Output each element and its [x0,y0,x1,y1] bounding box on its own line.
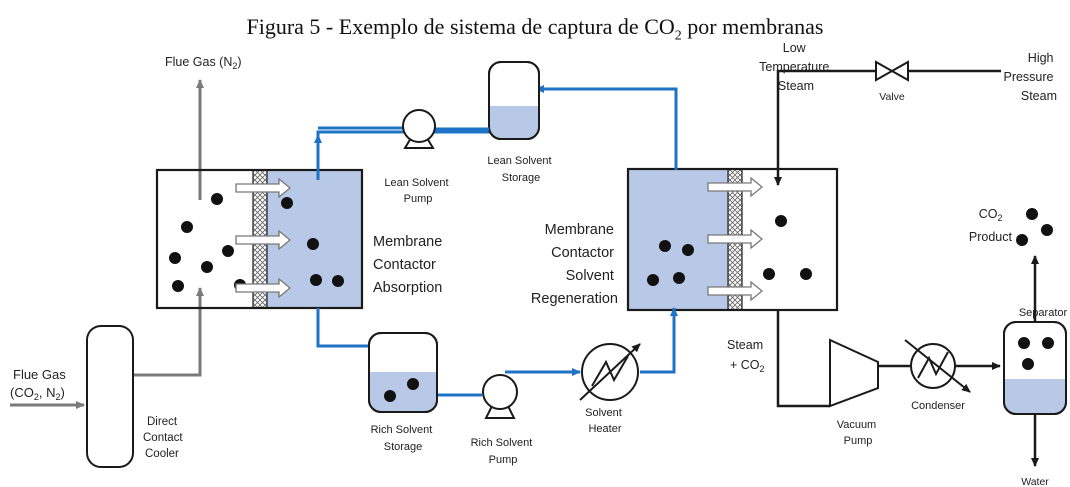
valve-label: Valve [879,91,905,103]
water-label: Water [1021,476,1049,487]
flue-gas-inlet-label: Flue Gas [13,367,66,382]
solvent-heater [579,343,641,401]
rich-solvent-pump-label: Rich Solvent Pump [471,437,536,466]
condenser [904,339,971,393]
steam-co2-outlet-line [776,310,830,408]
absorber-to-rich-storage-line [316,308,389,350]
separator-label: Separator [1019,307,1068,319]
rich-solvent-storage-label: Rich Solvent Storage [371,424,436,453]
regeneration-solvent-molecules [647,240,694,286]
absorption-solvent-molecules [281,197,344,287]
absorption-contactor-label: Membrane Contactor Absorption [373,234,446,296]
steam-co2-label: Steam + CO2 [727,338,767,374]
lean-pump-outlet-to-absorber [318,126,405,130]
regeneration-contactor-label: Membrane Contactor Solvent Regeneration [531,222,618,307]
solvent-heater-label: Solvent Heater [585,407,625,435]
absorption-transfer-arrows [235,177,292,299]
vacuum-pump-label: Vacuum Pump [837,419,880,447]
high-pressure-steam-label: High Pressure Steam [1003,51,1057,103]
lean-solvent-return-line [314,130,490,180]
rich-solvent-storage-tank [368,332,438,413]
absorption-gas-molecules [169,193,246,292]
flue-gas-outlet-label: Flue Gas (N2) [165,55,242,71]
co2-product-label: CO2 Product [969,207,1013,244]
condenser-label: Condenser [911,400,965,412]
direct-contact-cooler [86,325,134,468]
flue-gas-inlet-composition-label: (CO2, N2) [10,385,65,402]
regeneration-co2-molecules [763,215,812,280]
rich-solvent-pump [482,374,518,419]
lean-solvent-pump [402,109,489,149]
vacuum-pump [829,338,879,408]
high-pressure-steam-line [774,69,1001,186]
direct-contact-cooler-label: Direct Contact Cooler [143,416,186,460]
regenerator-to-lean-storage-line [535,85,678,170]
figure-title: Figura 5 - Exemplo de sistema de captura… [246,14,824,44]
lean-solvent-pump-label: Lean Solvent Pump [384,177,451,205]
cooler-to-absorber-line [133,287,204,377]
lean-solvent-storage-tank [488,61,540,140]
steam-valve [861,60,923,82]
co2-product-molecules [1016,208,1053,246]
separator-vessel [1003,321,1067,415]
lean-solvent-storage-label: Lean Solvent Storage [487,155,554,184]
low-temperature-steam-label: Low Temperature Steam [759,41,833,93]
regeneration-transfer-arrows [707,176,764,302]
heater-to-regenerator-line [640,307,678,374]
